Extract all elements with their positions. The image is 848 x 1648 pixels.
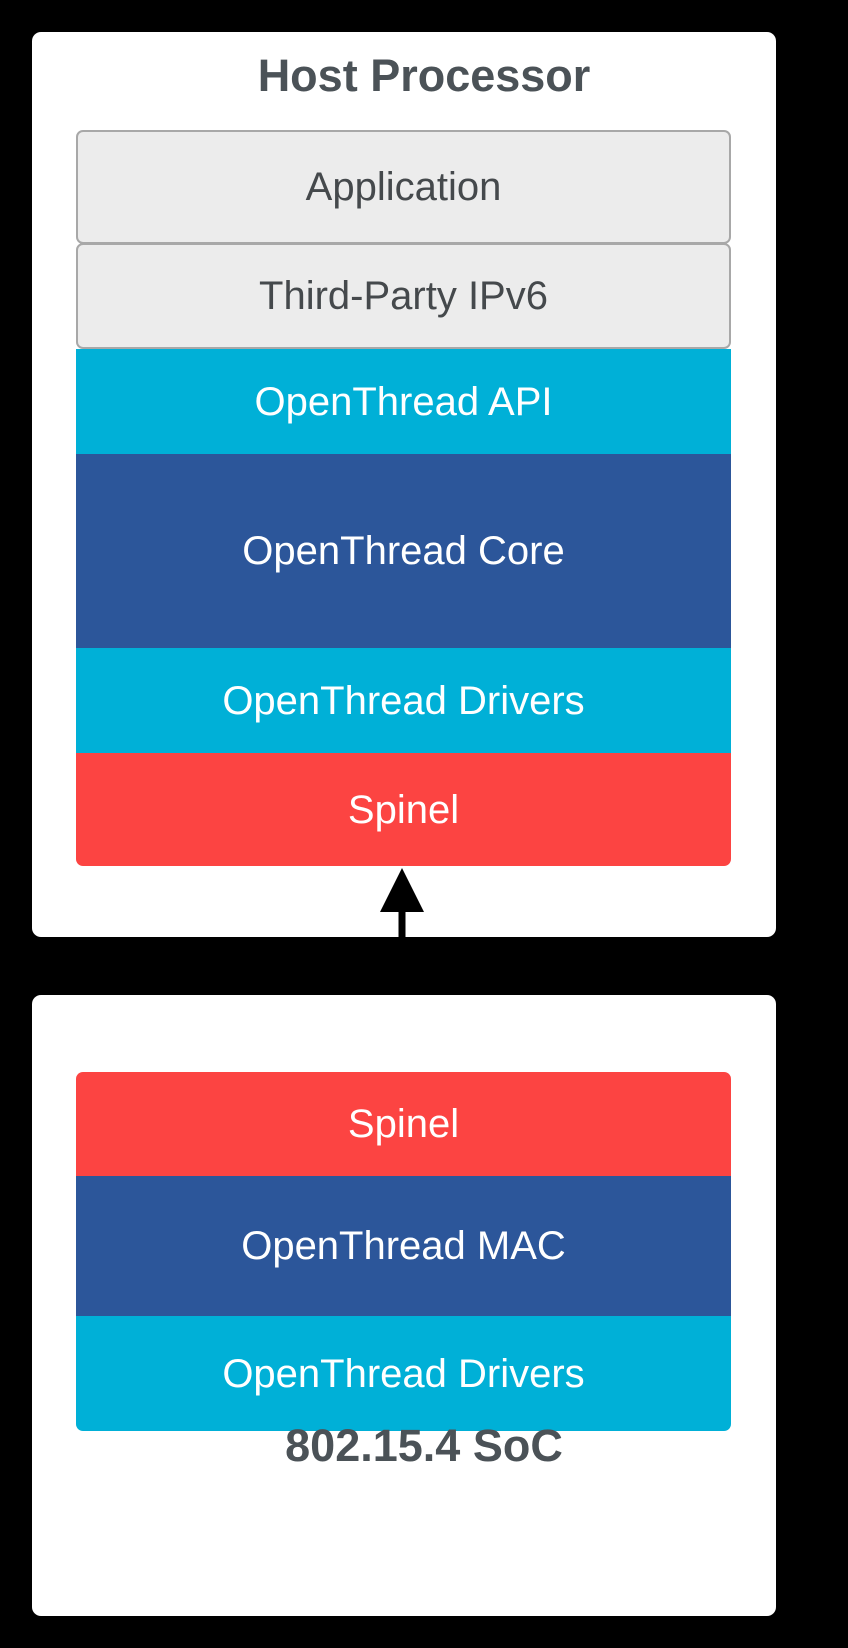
layer-openthread-mac-label: OpenThread MAC — [241, 1224, 566, 1268]
layer-openthread-drivers-host[interactable]: OpenThread Drivers — [76, 648, 731, 753]
layer-spinel-soc-label: Spinel — [347, 1102, 460, 1146]
layer-application-label: Application — [305, 165, 502, 209]
layer-spinel-host-label: Spinel — [347, 787, 460, 832]
layer-spinel-host[interactable]: Spinel — [76, 753, 731, 866]
layer-openthread-core[interactable]: OpenThread Core — [76, 454, 731, 648]
host-processor-title: Host Processor — [257, 50, 591, 101]
layer-third-party-ipv6[interactable]: Third-Party IPv6 — [76, 243, 731, 349]
soc-panel-title: 802.15.4 SoC — [285, 1420, 563, 1471]
layer-openthread-mac[interactable]: OpenThread MAC — [76, 1176, 731, 1316]
layer-third-party-ipv6-label: Third-Party IPv6 — [259, 274, 548, 318]
layer-openthread-api-label: OpenThread API — [254, 379, 553, 424]
layer-application[interactable]: Application — [76, 130, 731, 244]
layer-openthread-drivers-host-label: OpenThread Drivers — [222, 678, 585, 723]
layer-openthread-api[interactable]: OpenThread API — [76, 349, 731, 454]
layer-spinel-soc[interactable]: Spinel — [76, 1072, 731, 1176]
soc-layer-stack: Spinel OpenThread MAC OpenThread Drivers — [76, 1072, 731, 1431]
layer-openthread-core-label: OpenThread Core — [242, 529, 565, 573]
layer-openthread-drivers-soc[interactable]: OpenThread Drivers — [76, 1316, 731, 1431]
layer-openthread-drivers-soc-label: OpenThread Drivers — [222, 1351, 585, 1396]
host-processor-layer-stack: Application Third-Party IPv6 OpenThread … — [76, 130, 731, 866]
